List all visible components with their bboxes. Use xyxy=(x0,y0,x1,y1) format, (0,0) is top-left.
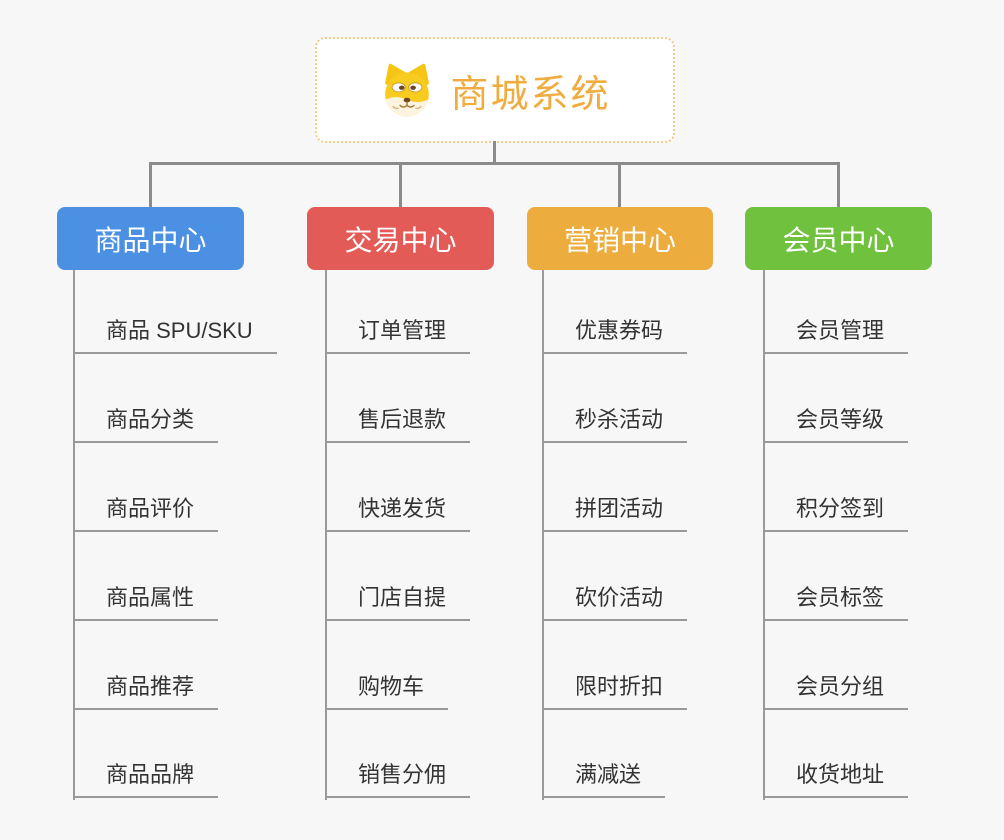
spine-marketing-center xyxy=(542,270,544,800)
root-title: 商城系统 xyxy=(450,73,611,116)
leaf-item[interactable]: 门店自提 xyxy=(325,583,471,621)
connector-drop-product xyxy=(149,162,152,208)
shiba-dog-icon xyxy=(385,63,430,117)
spine-member-center xyxy=(763,270,765,800)
leaf-item[interactable]: 商品评价 xyxy=(73,494,219,532)
leaf-item[interactable]: 会员标签 xyxy=(763,583,909,621)
leaf-item[interactable]: 会员等级 xyxy=(763,405,909,443)
leaf-item[interactable]: 会员管理 xyxy=(763,316,909,354)
leaf-item[interactable]: 商品属性 xyxy=(73,583,219,621)
branch-product-center[interactable]: 商品中心 xyxy=(57,207,244,270)
leaf-item[interactable]: 满减送 xyxy=(542,760,666,798)
leaf-item[interactable]: 商品推荐 xyxy=(73,672,219,710)
leaf-item[interactable]: 拼团活动 xyxy=(542,494,688,532)
branch-trade-center[interactable]: 交易中心 xyxy=(307,207,494,270)
spine-product-center xyxy=(73,270,75,800)
leaf-item[interactable]: 优惠券码 xyxy=(542,316,688,354)
branch-member-center[interactable]: 会员中心 xyxy=(745,207,932,270)
connector-drop-marketing xyxy=(618,162,621,208)
leaf-item[interactable]: 订单管理 xyxy=(325,316,471,354)
branch-marketing-center[interactable]: 营销中心 xyxy=(527,207,713,270)
leaf-item[interactable]: 商品 SPU/SKU xyxy=(73,316,277,354)
leaf-item[interactable]: 收货地址 xyxy=(763,760,909,798)
root-node-mall-system[interactable]: 商城系统 xyxy=(315,37,675,143)
leaf-item[interactable]: 限时折扣 xyxy=(542,672,688,710)
leaf-item[interactable]: 积分签到 xyxy=(763,494,909,532)
leaf-item[interactable]: 会员分组 xyxy=(763,672,909,710)
leaf-item[interactable]: 商品品牌 xyxy=(73,760,219,798)
leaf-item[interactable]: 砍价活动 xyxy=(542,583,688,621)
leaf-item[interactable]: 商品分类 xyxy=(73,405,219,443)
leaf-item[interactable]: 售后退款 xyxy=(325,405,471,443)
leaf-item[interactable]: 秒杀活动 xyxy=(542,405,688,443)
leaf-item[interactable]: 快递发货 xyxy=(325,494,471,532)
connector-horizontal-bar xyxy=(149,162,840,165)
spine-trade-center xyxy=(325,270,327,800)
connector-drop-member xyxy=(837,162,840,208)
leaf-item[interactable]: 购物车 xyxy=(325,672,449,710)
connector-drop-trade xyxy=(399,162,402,208)
connector-root-stem xyxy=(493,141,496,164)
leaf-item[interactable]: 销售分佣 xyxy=(325,760,471,798)
